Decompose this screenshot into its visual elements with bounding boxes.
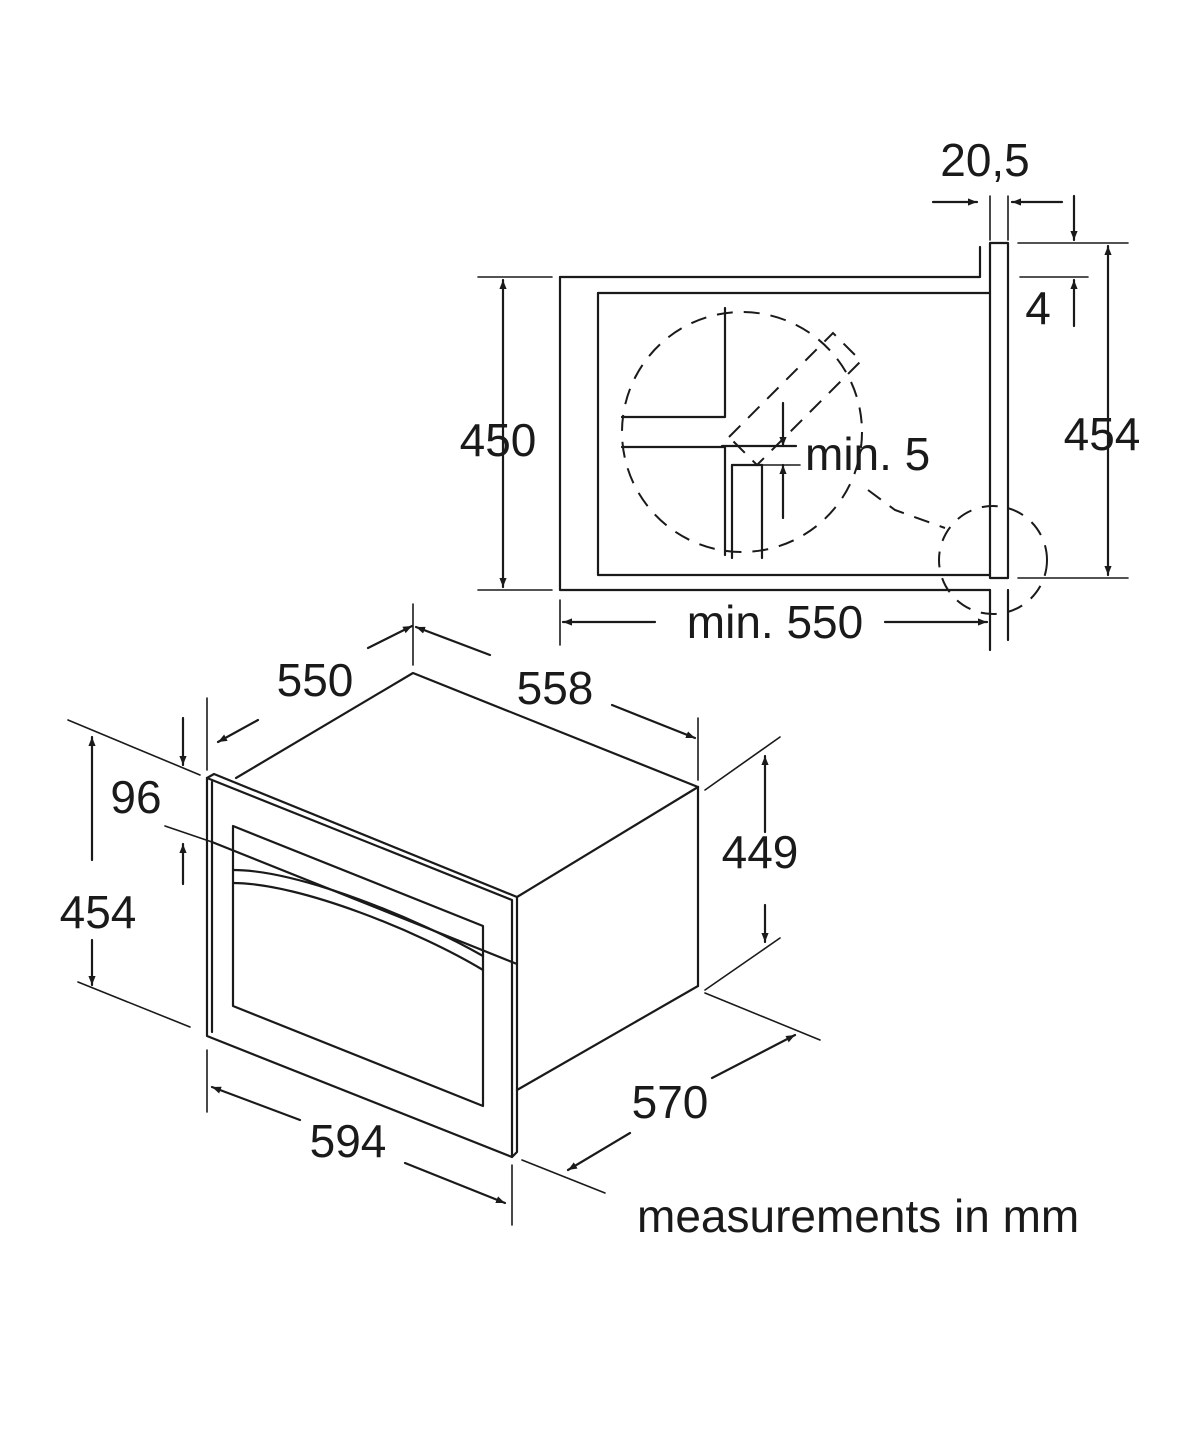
label-96: 96 xyxy=(110,771,161,823)
label-min-5: min. 5 xyxy=(805,428,930,480)
detail-circle xyxy=(938,505,1048,615)
side-section-view xyxy=(477,194,1129,652)
label-558: 558 xyxy=(517,662,594,714)
label-20-5: 20,5 xyxy=(940,134,1030,186)
units-note: measurements in mm xyxy=(637,1190,1079,1242)
label-454-side: 454 xyxy=(1064,408,1141,460)
label-454-front: 454 xyxy=(60,886,137,938)
perspective-view xyxy=(67,603,821,1226)
label-min-550: min. 550 xyxy=(687,596,863,648)
ventilation-clearance-circle xyxy=(621,311,863,553)
label-450: 450 xyxy=(460,414,537,466)
label-570: 570 xyxy=(632,1076,709,1128)
label-550: 550 xyxy=(277,654,354,706)
label-4: 4 xyxy=(1025,282,1051,334)
label-594: 594 xyxy=(310,1115,387,1167)
label-449: 449 xyxy=(722,826,799,878)
